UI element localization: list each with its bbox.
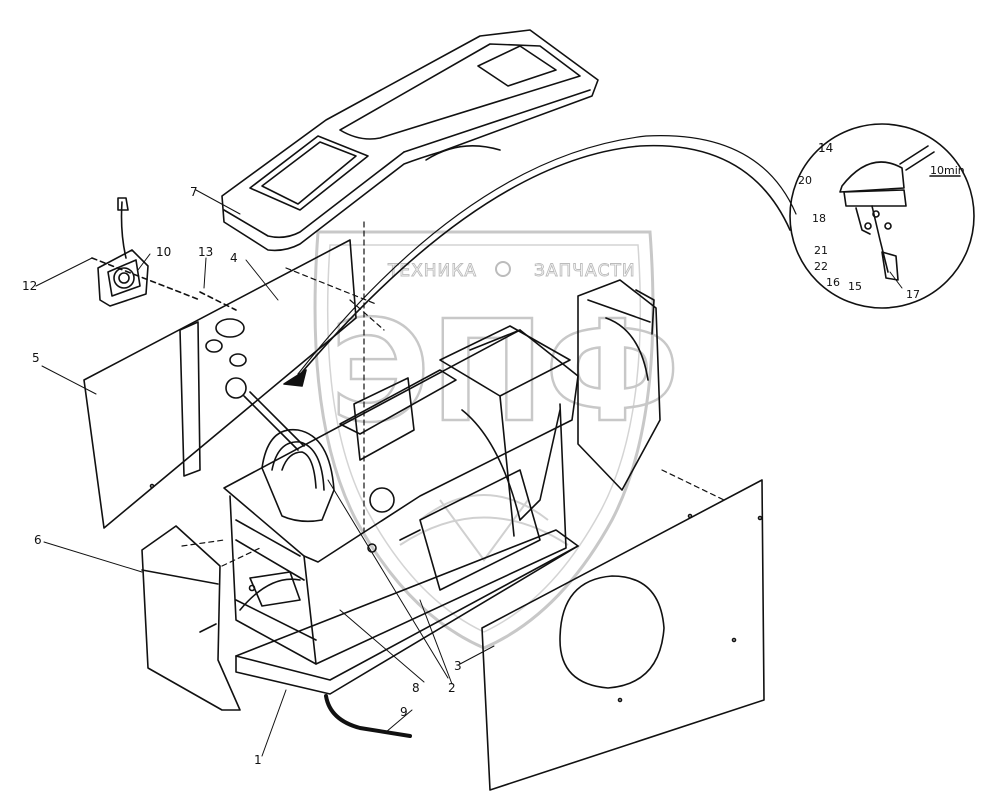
top-console-cover [221, 29, 599, 252]
callout-14: 14 [818, 141, 833, 155]
callout-16: 16 [826, 276, 840, 289]
cable [324, 694, 412, 738]
callout-15: 15 [848, 280, 862, 293]
callout-10: 10 [156, 245, 171, 259]
leader-lines [35, 189, 903, 757]
callout-17: 17 [906, 288, 920, 301]
watermark-right-word: ЗАПЧАСТИ [534, 261, 636, 281]
fittings [199, 291, 247, 399]
watermark-monogram: ЭПФ [330, 291, 680, 454]
bottom-plate [235, 529, 579, 695]
callout-18: 18 [812, 212, 826, 225]
callout-labels: 5 6 7 4 12 10 13 1 2 8 3 9 14 20 18 21 2… [22, 141, 965, 767]
callout-12: 12 [22, 279, 37, 293]
control-unit [91, 197, 201, 307]
detail-view [789, 123, 975, 309]
callout-21: 21 [814, 244, 828, 257]
right-bracket [577, 279, 661, 491]
watermark-left-word: ТЕХНИКА [387, 261, 477, 281]
gear-icon [495, 261, 511, 277]
front-left-panel [141, 525, 241, 711]
left-side-panel [83, 239, 357, 529]
base-detail [235, 584, 317, 641]
callout-3: 3 [454, 659, 462, 673]
detail-arrow [283, 135, 797, 387]
callout-4: 4 [230, 251, 238, 265]
projection-lines [181, 221, 725, 567]
callout-9: 9 [400, 705, 408, 719]
callout-20: 20 [798, 174, 812, 187]
main-frame [223, 325, 579, 665]
callout-13: 13 [198, 245, 213, 259]
callout-22: 22 [814, 260, 828, 273]
watermark: ТЕХНИКА ЗАПЧАСТИ ЭПФ [313, 230, 681, 650]
right-side-panel [481, 479, 765, 791]
callout-5: 5 [32, 351, 40, 365]
callout-7: 7 [190, 185, 198, 199]
lever [243, 391, 305, 451]
callout-6: 6 [34, 533, 42, 547]
detail-note: 10min [930, 164, 965, 177]
callout-1: 1 [254, 753, 262, 767]
callout-2: 2 [448, 681, 456, 695]
callout-8: 8 [412, 681, 420, 695]
cable-drum [261, 428, 335, 523]
